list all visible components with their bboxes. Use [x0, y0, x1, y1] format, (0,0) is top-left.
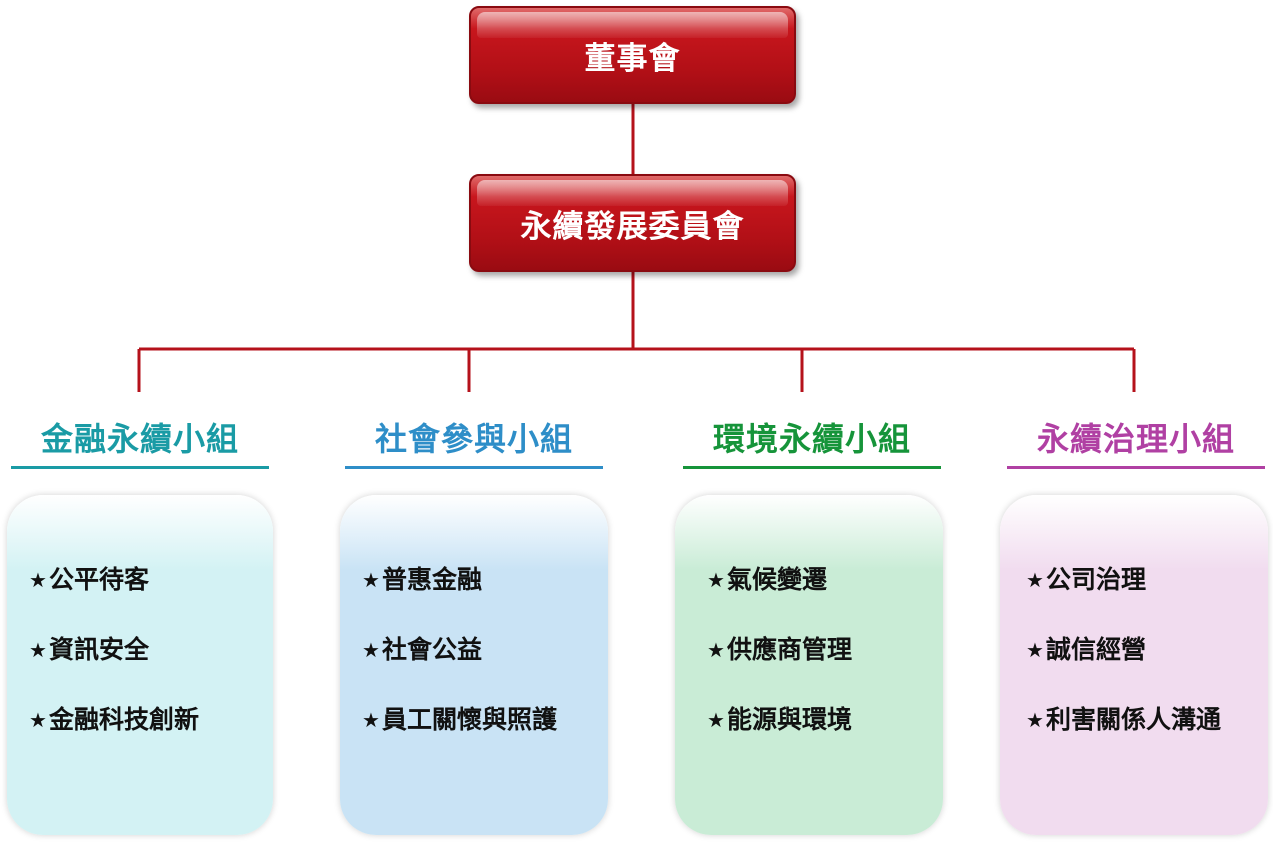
star-icon: ★ [362, 708, 380, 732]
group-title-text: 金融永續小組 [40, 420, 239, 458]
star-icon: ★ [1026, 568, 1044, 592]
group-title-social: 社會參與小組 [345, 414, 603, 469]
star-icon: ★ [1026, 638, 1044, 662]
star-icon: ★ [707, 708, 725, 732]
star-icon: ★ [29, 638, 47, 662]
group-title-finance: 金融永續小組 [11, 414, 269, 469]
group-item: ★員工關懷與照護 [362, 703, 608, 773]
board-label: 董事會 [584, 40, 681, 77]
group-item-label: 公司治理 [1045, 565, 1146, 594]
group-title-text: 永續治理小組 [1036, 420, 1235, 458]
group-title-text: 環境永續小組 [712, 420, 911, 458]
group-item-label: 員工關懷與照護 [381, 705, 557, 734]
group-item: ★能源與環境 [707, 703, 943, 773]
group-item-label: 氣候變遷 [726, 565, 827, 594]
group-title-environment: 環境永續小組 [683, 414, 941, 469]
group-title-governance: 永續治理小組 [1007, 414, 1265, 469]
group-item: ★利害關係人溝通 [1026, 703, 1268, 773]
board-node: 董事會 [469, 6, 796, 104]
group-item-label: 資訊安全 [48, 635, 149, 664]
star-icon: ★ [707, 638, 725, 662]
group-card-finance: ★公平待客 ★資訊安全 ★金融科技創新 [7, 495, 273, 835]
group-item: ★金融科技創新 [29, 703, 273, 773]
star-icon: ★ [362, 638, 380, 662]
group-item: ★供應商管理 [707, 633, 943, 703]
committee-label: 永續發展委員會 [520, 208, 745, 245]
sustainability-committee-node: 永續發展委員會 [469, 174, 796, 272]
group-item: ★氣候變遷 [707, 563, 943, 633]
group-item-label: 供應商管理 [726, 635, 852, 664]
group-item-label: 誠信經營 [1045, 635, 1146, 664]
group-item: ★普惠金融 [362, 563, 608, 633]
group-item-label: 公平待客 [48, 565, 149, 594]
star-icon: ★ [707, 568, 725, 592]
group-card-governance: ★公司治理 ★誠信經營 ★利害關係人溝通 [1000, 495, 1268, 835]
group-item: ★誠信經營 [1026, 633, 1268, 703]
star-icon: ★ [1026, 708, 1044, 732]
group-item-label: 社會公益 [381, 635, 482, 664]
group-card-social: ★普惠金融 ★社會公益 ★員工關懷與照護 [340, 495, 608, 835]
group-item: ★社會公益 [362, 633, 608, 703]
group-item-label: 普惠金融 [381, 565, 482, 594]
group-item-label: 金融科技創新 [48, 705, 199, 734]
group-item: ★資訊安全 [29, 633, 273, 703]
star-icon: ★ [362, 568, 380, 592]
group-title-text: 社會參與小組 [374, 420, 573, 458]
group-item: ★公平待客 [29, 563, 273, 633]
star-icon: ★ [29, 568, 47, 592]
star-icon: ★ [29, 708, 47, 732]
group-item-label: 能源與環境 [726, 705, 852, 734]
group-card-environment: ★氣候變遷 ★供應商管理 ★能源與環境 [675, 495, 943, 835]
group-item: ★公司治理 [1026, 563, 1268, 633]
group-item-label: 利害關係人溝通 [1045, 705, 1221, 734]
